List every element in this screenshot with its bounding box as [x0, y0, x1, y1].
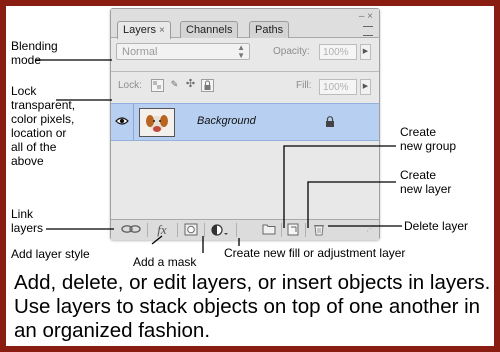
- layers-panel-footer: fx ⋰: [111, 219, 379, 240]
- lock-transparent-icon[interactable]: [151, 79, 164, 92]
- opacity-input[interactable]: 100%: [319, 44, 357, 60]
- layer-thumbnail: [139, 108, 175, 137]
- lock-pixels-icon[interactable]: ✎: [170, 79, 179, 89]
- create-fill-adjustment-button[interactable]: [209, 223, 231, 237]
- panel-collapse-close[interactable]: – ×: [358, 11, 373, 22]
- resize-grip-icon[interactable]: ⋰: [366, 226, 374, 233]
- annotation-create-layer: Create new layer: [400, 168, 452, 196]
- slide-caption: Add, delete, or edit layers, or insert o…: [14, 271, 491, 342]
- lock-label: Lock:: [118, 80, 142, 91]
- tab-layers-label: Layers: [123, 24, 157, 36]
- layer-name: Background: [197, 115, 256, 127]
- lock-all-icon[interactable]: [201, 79, 214, 92]
- annotation-delete-layer: Delete layer: [404, 219, 469, 233]
- divider: [281, 223, 282, 237]
- annotation-add-layer-style: Add layer style: [11, 247, 90, 261]
- tab-paths[interactable]: Paths: [249, 21, 290, 38]
- new-layer-icon: [287, 223, 299, 236]
- link-layers-button[interactable]: [119, 223, 143, 237]
- tab-layers[interactable]: Layers×: [117, 21, 171, 39]
- divider: [111, 71, 379, 72]
- visibility-toggle[interactable]: [111, 104, 134, 140]
- trash-icon: [314, 225, 324, 236]
- add-mask-button[interactable]: [183, 223, 199, 237]
- opacity-slider-button[interactable]: ▶: [360, 44, 371, 60]
- layers-panel: Layers× Channels Paths – × Normal ▲▼ Opa…: [110, 8, 380, 240]
- divider: [147, 223, 148, 237]
- annotation-create-group: Create new group: [400, 125, 457, 153]
- padlock-icon: [204, 80, 211, 90]
- create-layer-button[interactable]: [285, 223, 301, 237]
- annotation-link-layers: Link layers: [11, 207, 44, 235]
- half-circle-icon: [211, 224, 228, 236]
- opacity-label: Opacity:: [273, 46, 310, 57]
- add-layer-style-button[interactable]: fx: [157, 222, 167, 237]
- dog-thumbnail-image: [140, 109, 174, 136]
- mask-icon: [184, 223, 198, 236]
- eye-icon: [115, 117, 129, 125]
- tab-paths-label: Paths: [255, 24, 284, 36]
- create-group-button[interactable]: [261, 223, 277, 237]
- divider: [236, 223, 237, 237]
- fill-input[interactable]: 100%: [319, 79, 357, 95]
- panel-menu-icon[interactable]: [363, 26, 373, 36]
- tab-channels[interactable]: Channels: [180, 21, 239, 38]
- divider: [177, 223, 178, 237]
- annotation-add-mask: Add a mask: [133, 255, 197, 269]
- lock-position-icon[interactable]: ✣: [185, 78, 196, 90]
- blend-mode-value: Normal: [122, 46, 158, 58]
- layer-row-background[interactable]: Background: [111, 103, 379, 141]
- tab-channels-label: Channels: [186, 24, 233, 36]
- select-arrows-icon: ▲▼: [237, 43, 245, 60]
- annotation-create-fill: Create new fill or adjustment layer: [224, 246, 406, 260]
- annotation-blending-mode: Blending mode: [11, 39, 58, 67]
- divider: [204, 223, 205, 237]
- tab-close-icon[interactable]: ×: [159, 25, 165, 36]
- folder-icon: [262, 224, 276, 235]
- annotation-lock: Lock transparent, color pixels, location…: [11, 84, 76, 168]
- checker-icon: [153, 81, 161, 89]
- divider: [305, 223, 306, 237]
- link-icon: [121, 225, 141, 233]
- blend-mode-select[interactable]: Normal ▲▼: [116, 43, 250, 60]
- delete-layer-button[interactable]: [311, 223, 327, 237]
- fill-label: Fill:: [296, 80, 312, 91]
- layer-lock-icon: [325, 115, 335, 133]
- panel-tab-bar: Layers× Channels Paths – ×: [111, 9, 379, 39]
- fill-slider-button[interactable]: ▶: [360, 79, 371, 95]
